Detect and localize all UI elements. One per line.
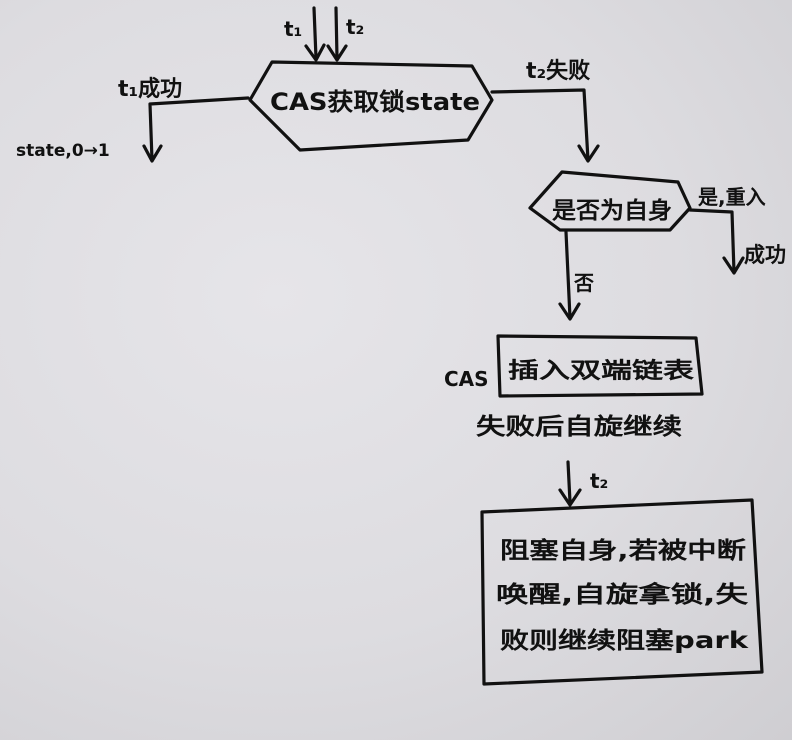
node-cas-acquire-label: CAS获取锁state (270, 88, 480, 116)
label-reentrant-success-text: 成功 (744, 243, 786, 267)
arrow-t2-in (326, 6, 348, 62)
node-insert-prefix: CAS (444, 367, 489, 391)
edge-reentrant-no (558, 230, 581, 321)
node-insert-queue-shape (496, 334, 704, 398)
node-insert-queue-label: 插入双端链表 (508, 358, 695, 384)
node-check-reentrant-shape (528, 170, 692, 232)
label-reentrant-yes: 是,重入 (697, 185, 766, 209)
node-block-line1: 阻塞自身,若被中断 (500, 537, 746, 564)
node-block-line3: 败则继续阻塞park (500, 627, 749, 654)
node-check-reentrant-label: 是否为自身 (552, 197, 672, 224)
node-block-box-shape (480, 498, 764, 686)
label-reentrant-no: 否 (573, 271, 594, 295)
edge-t2-fail (490, 88, 600, 163)
label-t2-fail: t₂失败 (526, 59, 590, 84)
edge-reentrant-yes (688, 208, 745, 275)
node-cas-acquire-shape (248, 60, 494, 152)
edge-t1-success (142, 96, 250, 163)
label-state-update: state,0→1 (16, 141, 110, 161)
label-t2-block: t₂ (590, 469, 608, 493)
label-reentrant-success: 成功 (744, 243, 786, 267)
label-t2-in: t₂ (346, 15, 364, 39)
arrow-t1-in (304, 6, 326, 62)
label-t1-in: t₁ (284, 17, 302, 41)
node-block-line2: 唤醒,自旋拿锁,失 (496, 581, 749, 608)
node-insert-queue-note: 失败后自旋继续 (476, 413, 682, 440)
label-t1-success: t₁成功 (118, 77, 182, 102)
edge-t2-block (558, 460, 582, 507)
